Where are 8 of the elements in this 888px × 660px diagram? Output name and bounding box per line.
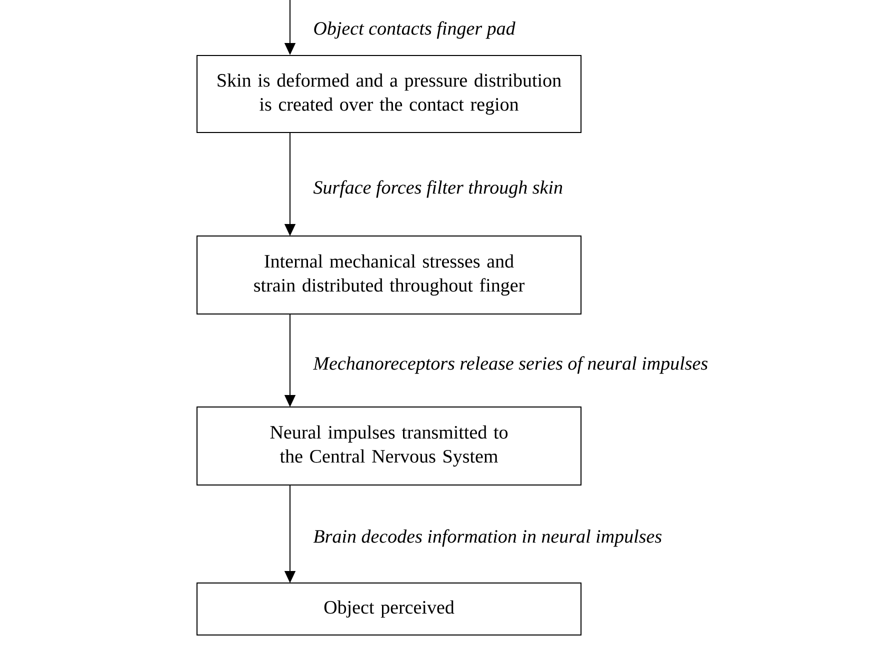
edge-label: Mechanoreceptors release series of neural impulses bbox=[313, 356, 708, 374]
process-box: Internal mechanical stresses and strain distributed throughout finger bbox=[196, 236, 582, 314]
edge-label: Brain decodes information in neural impulses bbox=[313, 529, 662, 547]
edge-label: Surface forces filter through skin bbox=[313, 180, 562, 198]
process-box: Skin is deformed and a pressure distribution is created over the contact region bbox=[196, 55, 582, 133]
process-box: Object perceived bbox=[196, 582, 582, 636]
edge-label: Object contacts finger pad bbox=[314, 21, 516, 39]
process-box: Neural impulses transmitted to the Central Nervous System bbox=[196, 406, 582, 486]
